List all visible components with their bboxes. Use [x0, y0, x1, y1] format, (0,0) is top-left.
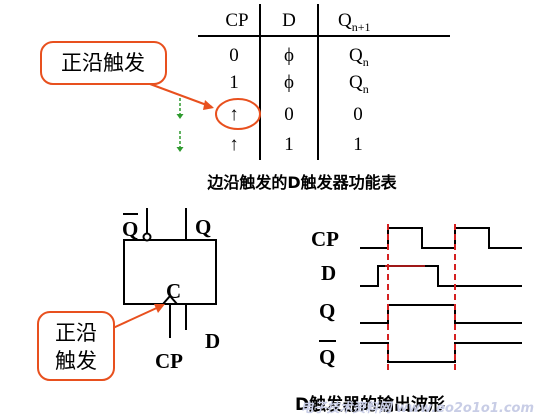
label-d: D	[205, 329, 220, 353]
watermark: 电子技术资料网 www.eo2o1o1.com	[300, 400, 534, 416]
wave-qbar	[360, 342, 522, 363]
callout-box	[40, 41, 167, 85]
callout-pointer	[149, 83, 213, 108]
waveform-caption: D触发器的输出波形	[295, 394, 445, 415]
clock-wedge-icon	[162, 294, 178, 305]
callout-rising-edge-top: 正沿触发	[40, 41, 261, 130]
table-cell-q-main: Q	[349, 45, 363, 66]
wave-d	[360, 265, 522, 287]
table-cell-q: Qn	[349, 72, 369, 96]
callout-box	[37, 311, 115, 381]
table-cell-q-sub: n	[363, 55, 369, 69]
table-cell-d: 0	[284, 104, 294, 125]
green-down-arrow-icon	[176, 98, 184, 119]
table-cell-q: 0	[353, 104, 363, 125]
table-cell-cp: ↑	[229, 104, 239, 125]
table-cell-cp: 0	[229, 45, 239, 66]
wave-cp	[360, 227, 522, 249]
wave-q	[360, 304, 522, 324]
table-header-qn1: Qn+1	[338, 10, 371, 34]
table-header-qn1-sub: n+1	[352, 20, 371, 34]
callout-arrowhead-icon	[203, 100, 214, 110]
label-cp: CP	[155, 349, 183, 373]
d-flipflop-symbol: Q Q C D CP	[122, 208, 220, 373]
flipflop-body	[123, 239, 217, 305]
callout-label-line2: 触发	[55, 349, 97, 373]
callout-arrowhead-icon	[154, 304, 165, 313]
table-header-cp: CP	[225, 10, 248, 31]
callout-label-line1: 正沿	[55, 321, 97, 345]
callout-label: 正沿触发	[61, 51, 145, 75]
table-cell-q-main: Q	[349, 72, 363, 93]
green-arrows	[176, 98, 184, 152]
table-cell-q: 1	[353, 134, 363, 155]
table-cell-d: ϕ	[284, 72, 294, 93]
label-c: C	[166, 279, 181, 303]
wave-label-d: D	[321, 261, 336, 285]
highlight-ellipse	[215, 98, 261, 130]
callout-pointer	[112, 305, 162, 329]
table-cell-d: 1	[284, 134, 294, 155]
table-caption: 边沿触发的D触发器功能表	[206, 173, 397, 192]
label-q: Q	[195, 215, 211, 239]
table-cell-d: ϕ	[284, 45, 294, 66]
table-cell-q-sub: n	[363, 82, 369, 96]
callout-rising-edge-bottom: 正沿 触发	[37, 304, 165, 381]
label-qbar: Q	[122, 217, 138, 241]
wave-label-qbar: Q	[319, 345, 335, 369]
wave-label-cp: CP	[311, 227, 339, 251]
table-header-d: D	[282, 10, 296, 31]
table-header-qn1-main: Q	[338, 10, 352, 31]
table-cell-q: Qn	[349, 45, 369, 69]
waveform-panel: CP D Q Q D触发器的输出波形	[295, 224, 522, 415]
inversion-bubble	[142, 232, 152, 242]
function-table: CP D Qn+1 0 ϕ Qn 1 ϕ Qn ↑ 0 0 ↑ 1 1 边沿触发…	[198, 4, 450, 192]
table-cell-cp: 1	[229, 72, 239, 93]
green-down-arrow-icon	[176, 131, 184, 152]
wave-label-q: Q	[319, 299, 335, 323]
table-cell-cp: ↑	[229, 134, 239, 155]
